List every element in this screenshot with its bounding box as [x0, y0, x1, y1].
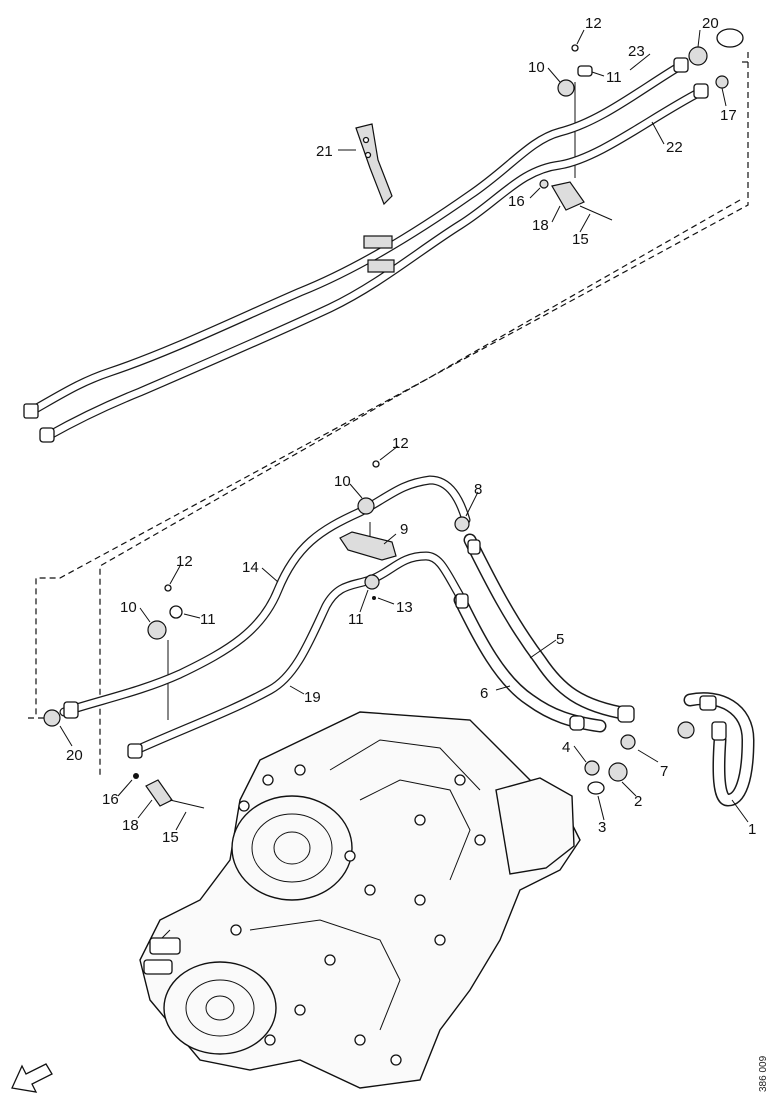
callout-20-left: 20 [66, 747, 83, 764]
pipe-end-fittings-upper [23, 57, 709, 443]
callout-9: 9 [400, 521, 408, 538]
callout-22: 22 [666, 139, 683, 156]
callout-10-mid: 10 [334, 473, 351, 490]
connectors-top-right [688, 28, 744, 89]
callout-18-top: 18 [532, 217, 549, 234]
callout-11-top: 11 [606, 69, 622, 86]
bracket-18-lower [133, 773, 205, 809]
callout-12-mid: 12 [392, 435, 409, 452]
callout-3: 3 [598, 819, 606, 836]
clamp-10-lower-left [147, 584, 183, 640]
clamp-10-lower-top [357, 460, 380, 515]
callout-11-left: 11 [200, 611, 216, 628]
transmission-housing [139, 711, 581, 1089]
clamp-11-13 [364, 574, 380, 600]
lower-pipe-14 [59, 475, 471, 717]
callout-16-top: 16 [508, 193, 525, 210]
assembly-guide-lines [28, 52, 749, 775]
callout-16-bottom: 16 [102, 791, 119, 808]
bracket-9 [339, 531, 397, 561]
hose-6 [453, 593, 607, 733]
callout-2: 2 [634, 793, 642, 810]
callout-12-left: 12 [176, 553, 193, 570]
lower-pipe-19 [127, 551, 465, 757]
bracket-21 [355, 123, 395, 273]
callout-10-top: 10 [528, 59, 545, 76]
callout-13: 13 [396, 599, 413, 616]
hose-1 [683, 692, 755, 807]
upper-pipe-23 [25, 61, 685, 417]
callout-4: 4 [562, 739, 570, 756]
callout-18-bottom: 18 [122, 817, 139, 834]
arrow-down-left-icon [11, 1063, 53, 1093]
callout-leaders [59, 29, 749, 831]
callout-5: 5 [556, 631, 564, 648]
pipe-end-fittings-lower [43, 701, 143, 759]
union-8 [454, 516, 470, 532]
callout-19: 19 [304, 689, 321, 706]
hose-fittings [455, 539, 635, 731]
callout-11-mid: 11 [348, 611, 364, 628]
callout-21: 21 [316, 143, 333, 160]
callout-14: 14 [242, 559, 259, 576]
callout-6: 6 [480, 685, 488, 702]
callout-12-top: 12 [585, 15, 602, 32]
callout-7: 7 [660, 763, 668, 780]
callout-17: 17 [720, 107, 737, 124]
bracket-18-upper [539, 179, 613, 221]
fittings-2-3-4-7 [584, 721, 695, 795]
drawing-code: 386 009 [758, 1055, 769, 1092]
clamp-upper [557, 44, 593, 97]
callout-numbers: 12 20 10 23 11 17 21 22 16 18 15 12 10 8… [66, 15, 756, 846]
hose-5 [463, 533, 635, 721]
callout-1: 1 [748, 821, 756, 838]
callout-23: 23 [628, 43, 645, 60]
callout-15-bottom: 15 [162, 829, 179, 846]
callout-20-top: 20 [702, 15, 719, 32]
callout-15-top: 15 [572, 231, 589, 248]
callout-8: 8 [474, 481, 482, 498]
callout-10-left: 10 [120, 599, 137, 616]
